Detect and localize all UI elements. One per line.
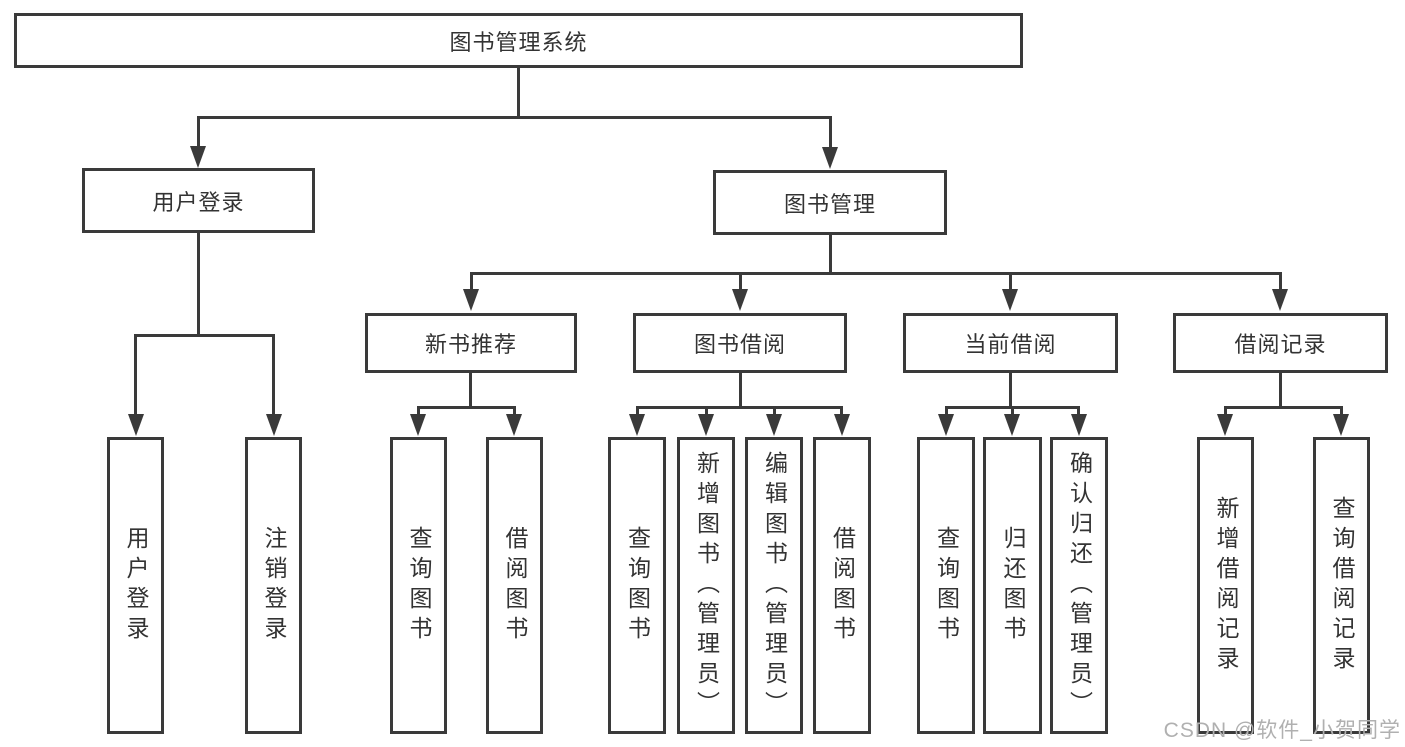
connector-line [773, 406, 776, 418]
connector-line [1009, 373, 1012, 409]
connector-line [1224, 406, 1342, 409]
connector-arrowhead [766, 414, 782, 436]
connector-line [517, 68, 520, 119]
node-book-borrowing: 图书借阅 [633, 313, 847, 373]
connector-line [197, 116, 200, 152]
connector-line [840, 406, 843, 418]
leaf-borrow-books-recommend: 借阅图书 [486, 437, 543, 734]
connector-line [1224, 406, 1227, 418]
leaf-logout: 注销登录 [245, 437, 302, 734]
connector-line [513, 406, 516, 418]
leaf-query-borrow-record: 查询借阅记录 [1313, 437, 1370, 734]
connector-arrowhead [732, 289, 748, 311]
connector-arrowhead [822, 147, 838, 169]
connector-line [417, 406, 420, 418]
csdn-watermark: CSDN @软件_小贺同学 [1163, 719, 1401, 742]
connector-line [134, 334, 275, 337]
leaf-add-borrow-record: 新增借阅记录 [1197, 437, 1254, 734]
node-library-management-system: 图书管理系统 [14, 13, 1023, 68]
connector-arrowhead [410, 414, 426, 436]
leaf-return-books: 归还图书 [983, 437, 1042, 734]
node-current-borrowing: 当前借阅 [903, 313, 1118, 373]
connector-arrowhead [1333, 414, 1349, 436]
connector-line [417, 406, 516, 409]
leaf-query-books-current: 查询图书 [917, 437, 975, 734]
connector-line [197, 116, 831, 119]
connector-arrowhead [1071, 414, 1087, 436]
leaf-edit-books-admin: 编辑图书（管理员） [745, 437, 803, 734]
leaf-add-books-admin: 新增图书（管理员） [677, 437, 735, 734]
connector-line [1279, 373, 1282, 409]
connector-line [470, 272, 1281, 275]
connector-arrowhead [506, 414, 522, 436]
connector-arrowhead [463, 289, 479, 311]
connector-arrowhead [834, 414, 850, 436]
connector-arrowhead [1004, 414, 1020, 436]
connector-line [1009, 272, 1012, 293]
connector-arrowhead [629, 414, 645, 436]
connector-line [739, 373, 742, 409]
connector-arrowhead [698, 414, 714, 436]
leaf-query-books-borrowing: 查询图书 [608, 437, 666, 734]
node-new-book-recommendation: 新书推荐 [365, 313, 577, 373]
connector-line [636, 406, 843, 409]
leaf-borrow-books: 借阅图书 [813, 437, 871, 734]
connector-line [829, 116, 832, 152]
leaf-user-login: 用户登录 [107, 437, 164, 734]
connector-line [1279, 272, 1282, 293]
leaf-confirm-return-admin: 确认归还（管理员） [1050, 437, 1108, 734]
connector-arrowhead [1217, 414, 1233, 436]
connector-arrowhead [128, 414, 144, 436]
connector-line [134, 334, 137, 418]
node-borrowing-records: 借阅记录 [1173, 313, 1388, 373]
connector-line [1077, 406, 1080, 418]
connector-line [945, 406, 948, 418]
node-book-management: 图书管理 [713, 170, 947, 235]
connector-line [469, 373, 472, 409]
connector-line [1340, 406, 1343, 418]
connector-line [829, 235, 832, 274]
connector-line [705, 406, 708, 418]
connector-arrowhead [190, 146, 206, 168]
connector-arrowhead [938, 414, 954, 436]
connector-arrowhead [1272, 289, 1288, 311]
connector-line [197, 232, 200, 336]
connector-line [1011, 406, 1014, 418]
connector-line [272, 334, 275, 418]
connector-line [636, 406, 639, 418]
connector-arrowhead [1002, 289, 1018, 311]
leaf-query-books-recommend: 查询图书 [390, 437, 447, 734]
node-user-login: 用户登录 [82, 168, 315, 233]
connector-arrowhead [266, 414, 282, 436]
connector-line [470, 272, 473, 293]
connector-line [739, 272, 742, 293]
